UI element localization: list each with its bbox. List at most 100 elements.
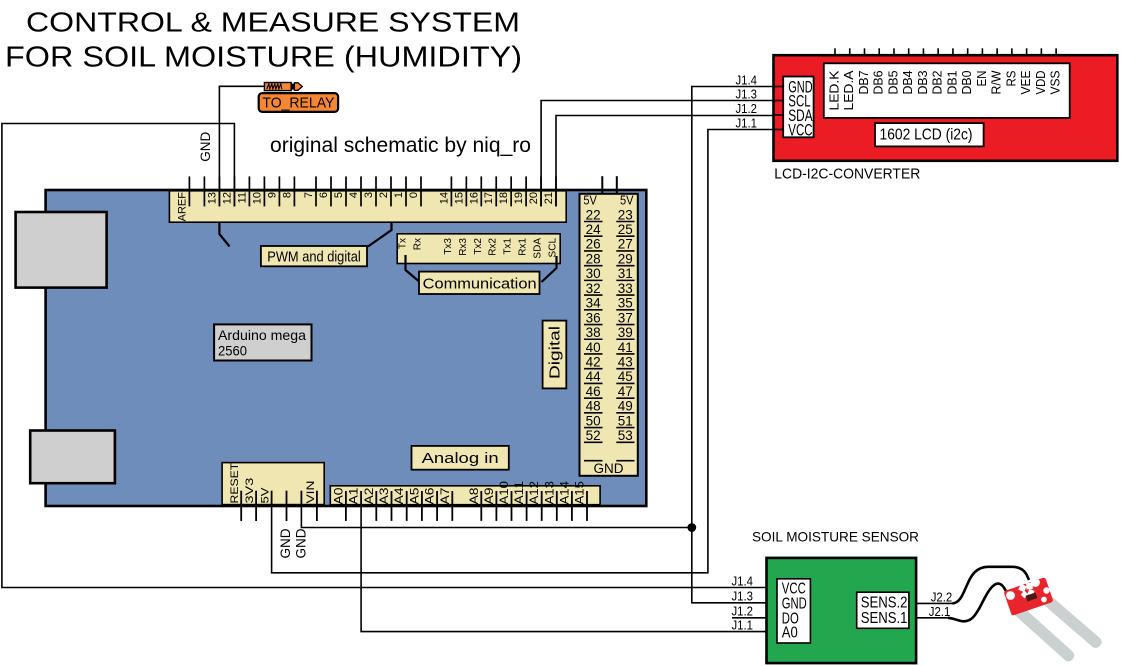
svg-text:Arduino mega: Arduino mega — [218, 327, 306, 343]
svg-text:9: 9 — [266, 192, 278, 198]
svg-text:32: 32 — [586, 281, 601, 296]
svg-text:DB1: DB1 — [944, 71, 959, 95]
svg-text:8: 8 — [281, 192, 293, 198]
svg-text:51: 51 — [618, 413, 633, 428]
svg-text:A14: A14 — [557, 481, 571, 505]
svg-text:SOIL MOISTURE SENSOR: SOIL MOISTURE SENSOR — [752, 529, 919, 545]
svg-text:DB2: DB2 — [930, 71, 945, 95]
svg-text:48: 48 — [586, 399, 601, 414]
svg-text:29: 29 — [618, 251, 633, 266]
svg-text:VCC: VCC — [788, 122, 812, 140]
svg-text:SENS.1: SENS.1 — [861, 610, 908, 627]
svg-text:33: 33 — [618, 281, 633, 296]
svg-text:43: 43 — [618, 355, 633, 370]
svg-text:45: 45 — [618, 369, 633, 384]
svg-text:20: 20 — [528, 192, 540, 204]
svg-text:25: 25 — [618, 222, 633, 237]
svg-text:5V: 5V — [260, 487, 272, 504]
svg-text:J1.4: J1.4 — [732, 573, 754, 588]
svg-text:Rx: Rx — [413, 238, 424, 250]
svg-text:A6: A6 — [423, 487, 437, 504]
svg-text:A3: A3 — [377, 487, 391, 504]
svg-text:14: 14 — [438, 192, 450, 204]
svg-text:VDD: VDD — [1033, 71, 1048, 95]
svg-text:3: 3 — [363, 192, 375, 198]
svg-text:GND: GND — [198, 132, 213, 162]
svg-text:35: 35 — [618, 296, 633, 311]
svg-text:DO: DO — [782, 611, 799, 628]
svg-text:21: 21 — [543, 192, 555, 204]
svg-text:PWM and digital: PWM and digital — [267, 250, 361, 266]
svg-text:SDA: SDA — [533, 238, 544, 259]
svg-text:VIN: VIN — [305, 480, 317, 503]
svg-text:19: 19 — [513, 192, 525, 204]
svg-text:A8: A8 — [467, 487, 481, 504]
svg-text:41: 41 — [618, 340, 633, 355]
svg-text:SCL: SCL — [548, 238, 559, 258]
svg-text:LED.K: LED.K — [827, 70, 842, 110]
svg-text:GND: GND — [788, 79, 812, 97]
svg-text:15: 15 — [453, 192, 465, 204]
svg-text:J1.3: J1.3 — [732, 589, 754, 604]
svg-text:FOR SOIL MOISTURE (HUMIDITY): FOR SOIL MOISTURE (HUMIDITY) — [5, 42, 522, 74]
svg-text:47: 47 — [618, 384, 633, 399]
svg-text:GND: GND — [782, 596, 807, 613]
svg-text:6: 6 — [318, 192, 330, 198]
svg-text:A0: A0 — [331, 487, 345, 504]
svg-text:12: 12 — [221, 192, 233, 204]
svg-text:Rx1: Rx1 — [518, 238, 529, 256]
svg-text:SENS.2: SENS.2 — [861, 595, 908, 612]
svg-text:A1: A1 — [347, 487, 361, 504]
svg-text:J2.2: J2.2 — [931, 590, 953, 605]
svg-text:original schematic by niq_ro: original schematic by niq_ro — [270, 134, 531, 157]
svg-text:A2: A2 — [362, 487, 376, 504]
svg-text:A15: A15 — [573, 481, 587, 505]
svg-text:53: 53 — [618, 428, 633, 443]
svg-text:5: 5 — [333, 192, 345, 198]
svg-text:Rx3: Rx3 — [458, 238, 469, 256]
svg-text:2560: 2560 — [218, 343, 247, 359]
svg-text:17: 17 — [483, 192, 495, 204]
svg-text:A11: A11 — [512, 481, 526, 505]
svg-text:J2.1: J2.1 — [929, 604, 951, 619]
svg-text:5V: 5V — [583, 193, 597, 208]
svg-text:CONTROL & MEASURE SYSTEM: CONTROL & MEASURE SYSTEM — [26, 7, 520, 38]
svg-text:44: 44 — [586, 369, 602, 384]
svg-text:A7: A7 — [438, 487, 452, 504]
svg-text:Communication: Communication — [423, 277, 537, 293]
svg-text:AREF: AREF — [176, 192, 188, 222]
svg-text:40: 40 — [586, 340, 601, 355]
svg-text:Tx: Tx — [398, 238, 409, 249]
svg-text:Tx1: Tx1 — [503, 238, 514, 255]
svg-text:27: 27 — [618, 237, 633, 252]
svg-text:42: 42 — [586, 355, 601, 370]
svg-text:7: 7 — [303, 192, 315, 198]
svg-text:49: 49 — [618, 399, 633, 414]
svg-text:Rx2: Rx2 — [488, 238, 499, 256]
svg-text:GND: GND — [293, 528, 308, 558]
svg-text:LCD-I2C-CONVERTER: LCD-I2C-CONVERTER — [774, 166, 920, 183]
svg-text:5V: 5V — [620, 193, 634, 208]
svg-text:0: 0 — [408, 192, 420, 198]
svg-text:10: 10 — [251, 192, 263, 204]
svg-text:SCL: SCL — [788, 93, 810, 111]
svg-text:52: 52 — [586, 428, 601, 443]
svg-text:1602 LCD (i2c): 1602 LCD (i2c) — [880, 127, 973, 144]
svg-text:Tx2: Tx2 — [473, 238, 484, 255]
svg-text:36: 36 — [586, 310, 601, 325]
svg-text:A9: A9 — [482, 487, 496, 504]
svg-text:2: 2 — [378, 192, 390, 198]
svg-text:11: 11 — [236, 192, 248, 203]
svg-text:J1.2: J1.2 — [736, 101, 758, 116]
svg-text:26: 26 — [586, 237, 601, 252]
svg-text:30: 30 — [586, 266, 601, 281]
svg-text:DB7: DB7 — [856, 71, 871, 95]
svg-text:DB4: DB4 — [900, 71, 915, 95]
svg-text:J1.1: J1.1 — [736, 116, 758, 131]
svg-text:38: 38 — [586, 325, 601, 340]
svg-text:50: 50 — [586, 413, 601, 428]
svg-text:18: 18 — [498, 192, 510, 204]
svg-text:34: 34 — [586, 296, 602, 311]
svg-text:EN: EN — [974, 71, 989, 87]
svg-text:J1.2: J1.2 — [732, 604, 754, 619]
